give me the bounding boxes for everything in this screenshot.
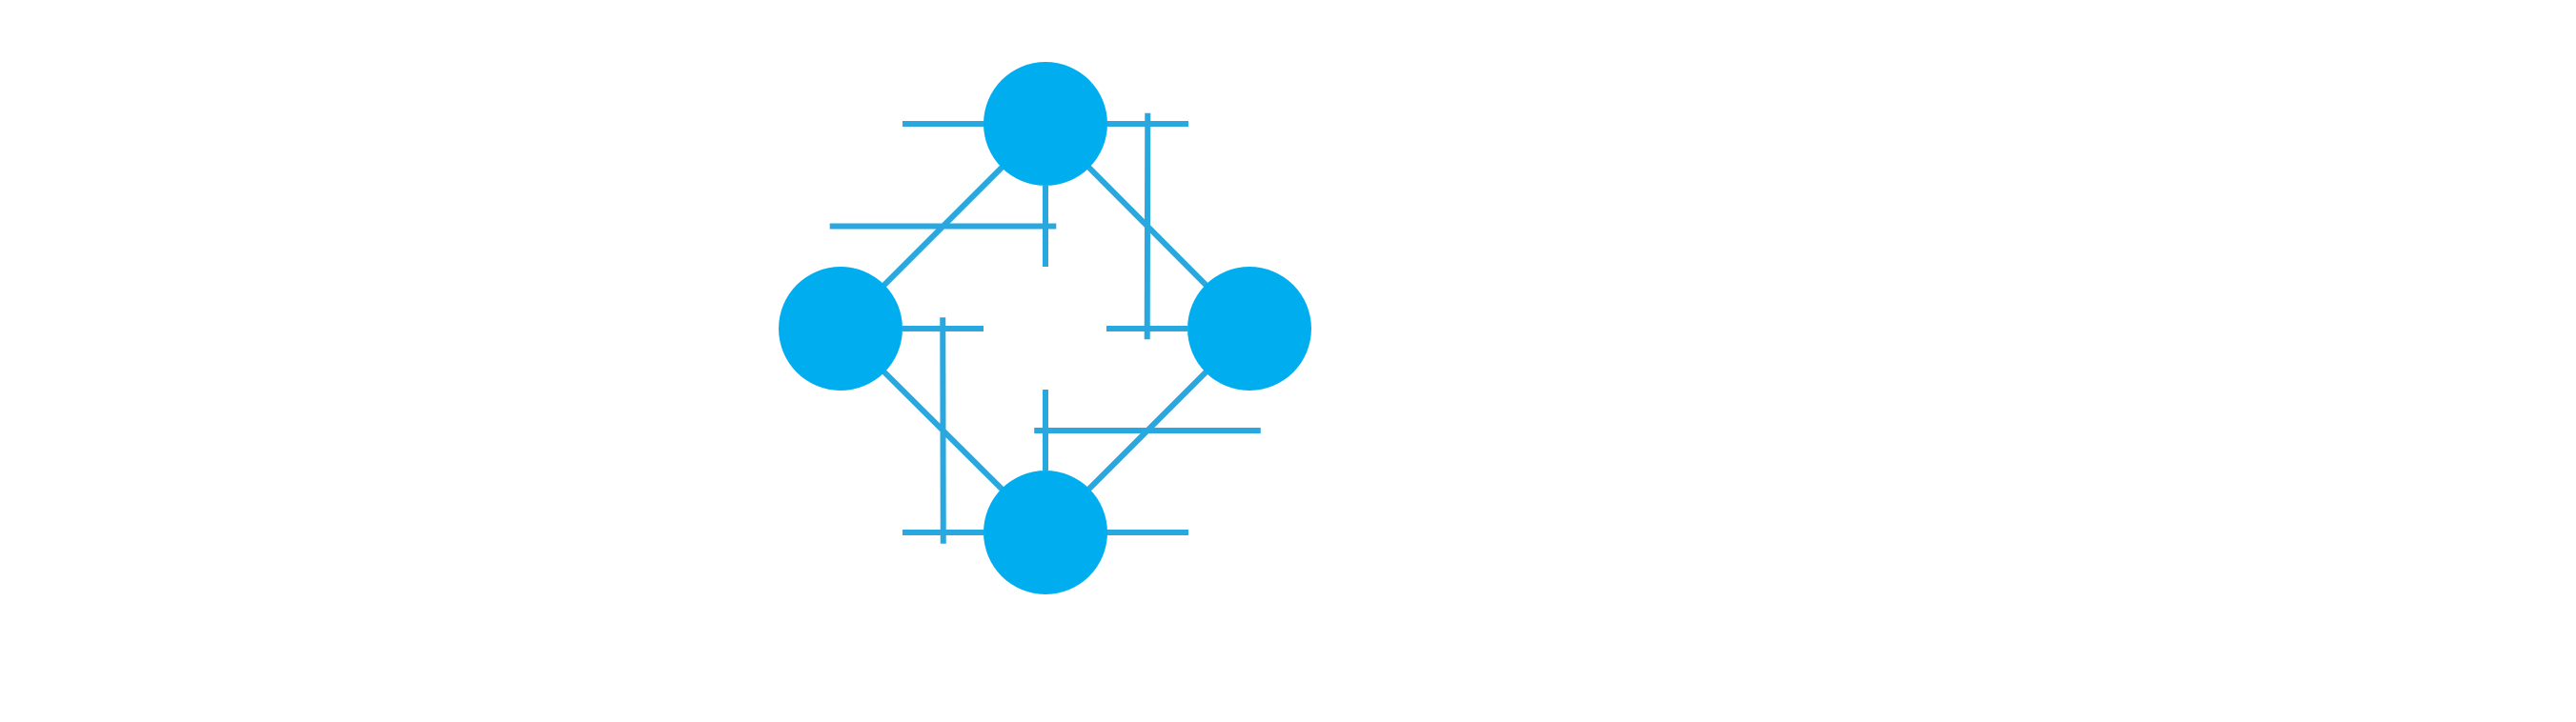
node-bottom-network-node-icon xyxy=(984,471,1107,594)
link-top-right-cross xyxy=(1144,112,1151,340)
node-top-network-node-icon xyxy=(984,62,1107,186)
node-right-network-node-icon xyxy=(1187,267,1311,391)
node-left-network-node-icon xyxy=(779,267,903,391)
network-nodes xyxy=(779,62,1311,594)
